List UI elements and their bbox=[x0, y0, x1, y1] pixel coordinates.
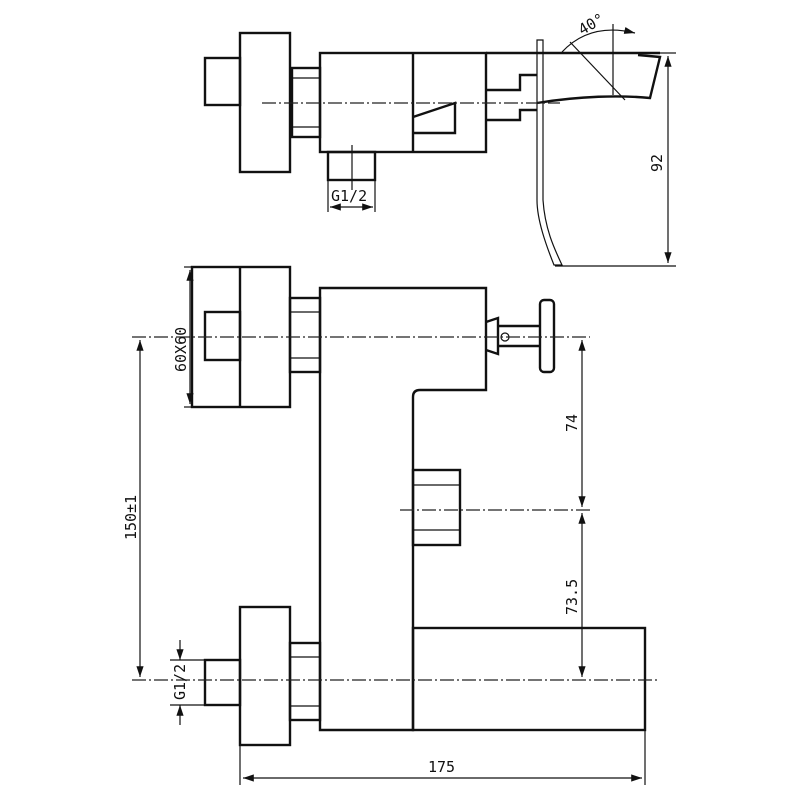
lower-wall-plate bbox=[238, 605, 292, 747]
top-handle-stem bbox=[486, 73, 537, 122]
top-view: G1/2 40° 92 bbox=[203, 10, 676, 267]
lower-offset-label: 73.5 bbox=[563, 579, 581, 615]
upper-inlet-stub bbox=[203, 310, 242, 362]
front-view: 60X60 150±1 G1/2 74 73.5 175 bbox=[122, 265, 660, 785]
lower-nut bbox=[288, 641, 322, 722]
top-inlet-stub bbox=[203, 56, 242, 107]
inlet-thread-label: G1/2 bbox=[171, 664, 189, 700]
total-length-label: 175 bbox=[428, 758, 455, 776]
top-lever bbox=[536, 39, 563, 266]
lever-angle-line bbox=[569, 41, 626, 101]
handle-disc bbox=[538, 298, 556, 374]
top-diverter bbox=[412, 101, 457, 135]
diverter-nut bbox=[411, 468, 462, 547]
top-spout bbox=[536, 53, 662, 105]
lower-inlet-stub bbox=[203, 658, 242, 707]
upper-offset-label: 74 bbox=[563, 414, 581, 432]
height-label: 92 bbox=[648, 154, 666, 172]
top-outlet-thread-label: G1/2 bbox=[331, 187, 367, 205]
inlet-spacing-label: 150±1 bbox=[122, 495, 140, 540]
lever-angle-label: 40° bbox=[575, 10, 607, 39]
plate-size-label: 60X60 bbox=[172, 327, 190, 372]
handle-stem bbox=[485, 316, 540, 356]
upper-nut bbox=[288, 296, 322, 374]
bath-spout bbox=[411, 626, 647, 732]
